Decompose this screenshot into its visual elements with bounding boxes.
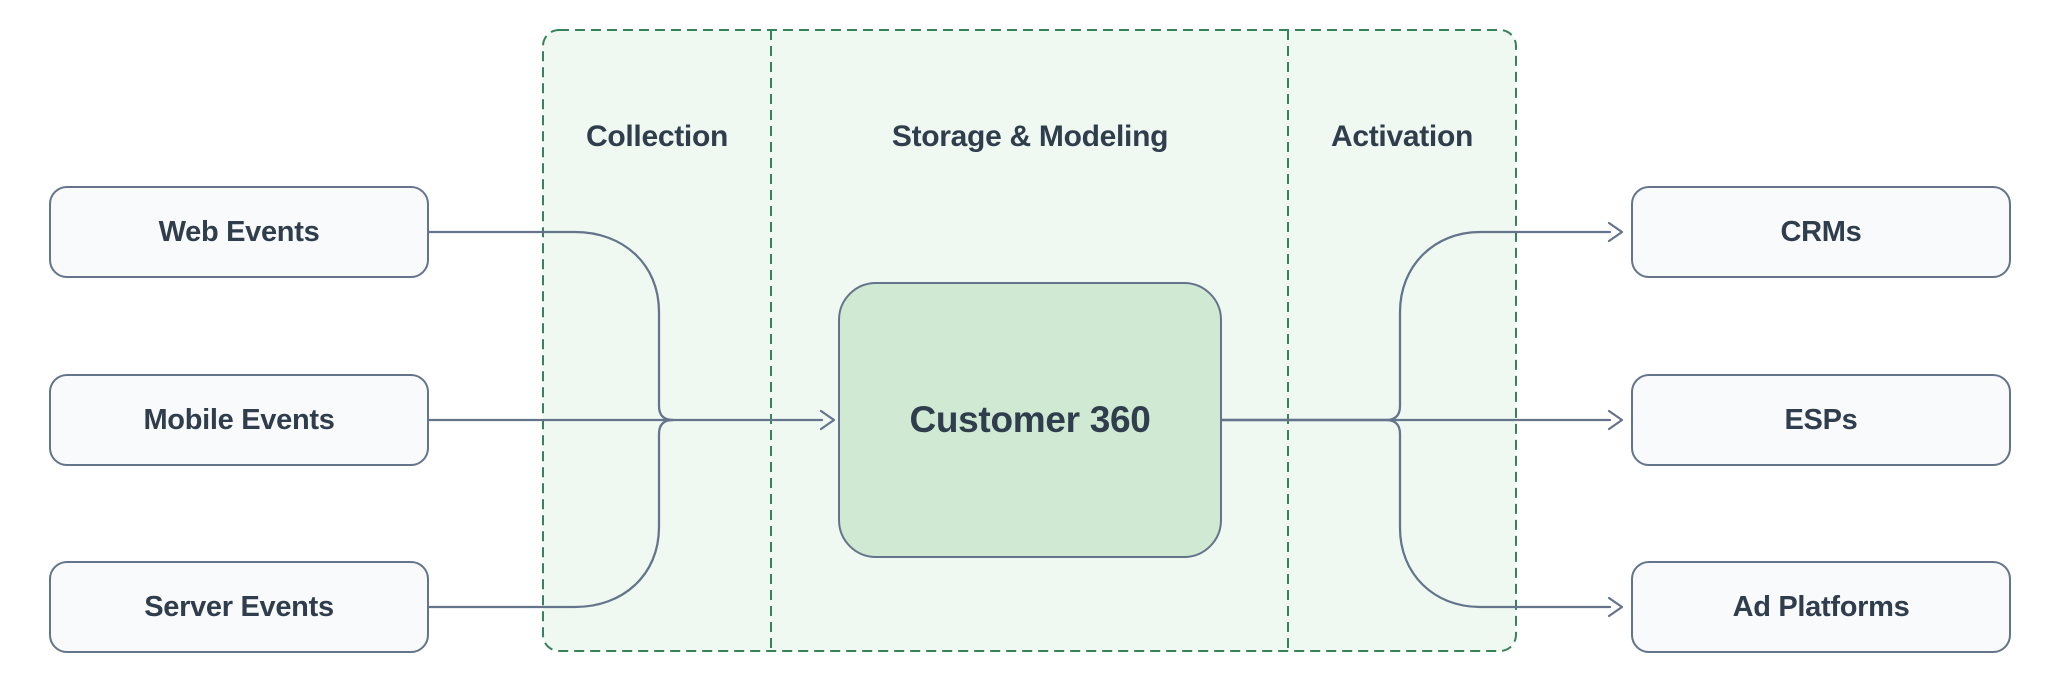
node-esps[interactable]: ESPs bbox=[1631, 374, 2011, 466]
connector-server-to-hub bbox=[427, 418, 675, 609]
arrowhead-into-esps-icon bbox=[1607, 409, 1624, 431]
node-esps-label: ESPs bbox=[1784, 403, 1858, 436]
node-crms[interactable]: CRMs bbox=[1631, 186, 2011, 278]
node-web-events[interactable]: Web Events bbox=[49, 186, 429, 278]
arrowhead-into-crms-icon bbox=[1607, 221, 1624, 243]
node-crms-label: CRMs bbox=[1780, 215, 1862, 248]
node-web-events-label: Web Events bbox=[158, 215, 320, 248]
connector-hub-to-crms bbox=[1220, 230, 1612, 422]
node-server-events-label: Server Events bbox=[144, 590, 334, 623]
node-server-events[interactable]: Server Events bbox=[49, 561, 429, 653]
stage-label-storage-modeling: Storage & Modeling bbox=[891, 120, 1169, 153]
connector-hub-to-ad-platforms bbox=[1220, 418, 1612, 609]
node-mobile-events[interactable]: Mobile Events bbox=[49, 374, 429, 466]
stage-label-activation: Activation bbox=[1330, 120, 1474, 153]
node-ad-platforms-label: Ad Platforms bbox=[1732, 590, 1910, 623]
stage-label-collection: Collection bbox=[585, 120, 729, 153]
arrowhead-into-hub-icon bbox=[819, 409, 836, 431]
node-customer-360[interactable]: Customer 360 bbox=[838, 282, 1222, 558]
arrowhead-into-ad-platforms-icon bbox=[1607, 596, 1624, 618]
node-ad-platforms[interactable]: Ad Platforms bbox=[1631, 561, 2011, 653]
node-customer-360-label: Customer 360 bbox=[909, 399, 1151, 440]
connector-web-to-hub bbox=[427, 230, 675, 422]
node-mobile-events-label: Mobile Events bbox=[143, 403, 335, 436]
